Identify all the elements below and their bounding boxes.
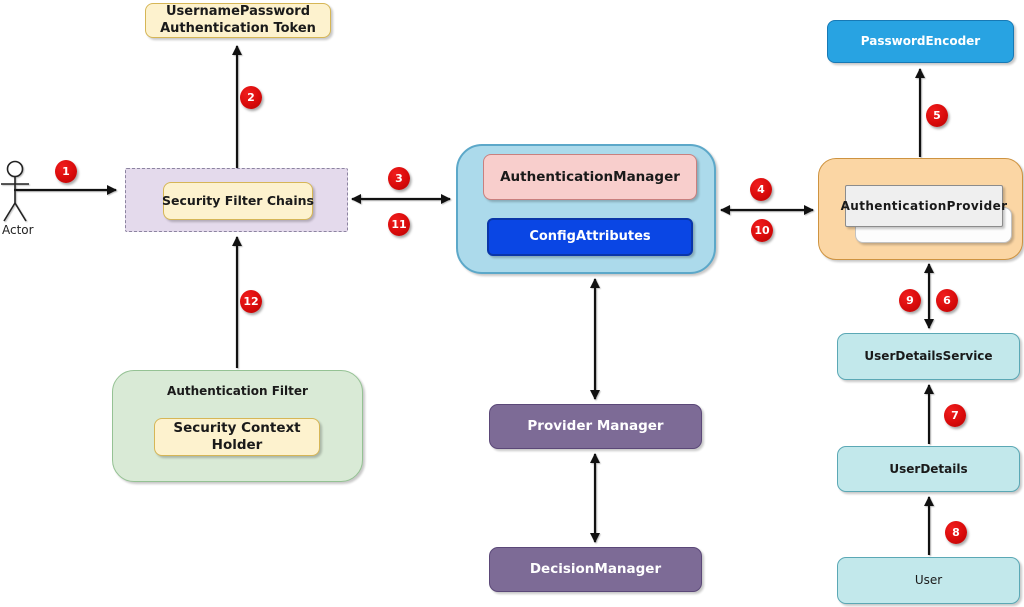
node-label: Provider Manager xyxy=(527,418,664,435)
node-label: ConfigAttributes xyxy=(529,228,651,244)
node-label: Security Filter Chains xyxy=(162,193,314,209)
step-badge-8: 8 xyxy=(945,521,967,544)
node-authentication-filter-container: Authentication Filter xyxy=(112,370,363,482)
node-security-filter-chains: Security Filter Chains xyxy=(162,182,314,220)
node-password-encoder: PasswordEncoder xyxy=(827,20,1014,63)
node-authentication-provider: AuthenticationProvider xyxy=(841,185,1007,227)
step-badge-9: 9 xyxy=(899,289,921,312)
step-badge-3: 3 xyxy=(388,167,410,190)
node-decision-manager: DecisionManager xyxy=(489,547,702,592)
node-label: Security Context Holder xyxy=(173,420,301,453)
step-badge-7: 7 xyxy=(944,404,966,427)
node-user-details-service: UserDetailsService xyxy=(837,333,1020,380)
node-label: UserDetailsService xyxy=(864,349,993,363)
actor-figure xyxy=(1,160,29,222)
node-label: UserDetails xyxy=(889,461,968,476)
node-label: PasswordEncoder xyxy=(860,34,981,48)
step-badge-11: 11 xyxy=(388,213,410,236)
node-label: AuthenticationManager xyxy=(500,168,680,185)
node-user: User xyxy=(837,557,1020,604)
node-label: User xyxy=(914,573,943,587)
step-badge-1: 1 xyxy=(55,160,77,183)
node-label: Authentication Filter xyxy=(167,384,308,398)
node-security-context-holder: Security Context Holder xyxy=(154,418,320,456)
step-badge-6: 6 xyxy=(936,289,958,312)
node-label: DecisionManager xyxy=(529,561,662,578)
node-username-password-authentication-token: UsernamePassword Authentication Token xyxy=(145,3,331,38)
node-label: AuthenticationProvider xyxy=(840,198,1008,213)
node-config-attributes: ConfigAttributes xyxy=(487,218,693,256)
step-badge-5: 5 xyxy=(926,104,948,127)
node-provider-manager: Provider Manager xyxy=(489,404,702,449)
actor-label: Actor xyxy=(2,223,34,237)
node-authentication-manager: AuthenticationManager xyxy=(483,154,697,200)
step-badge-12: 12 xyxy=(240,290,262,313)
step-badge-10: 10 xyxy=(751,219,773,242)
node-user-details: UserDetails xyxy=(837,446,1020,492)
node-label: UsernamePassword Authentication Token xyxy=(160,4,316,36)
step-badge-4: 4 xyxy=(750,178,772,201)
step-badge-2: 2 xyxy=(240,86,262,109)
